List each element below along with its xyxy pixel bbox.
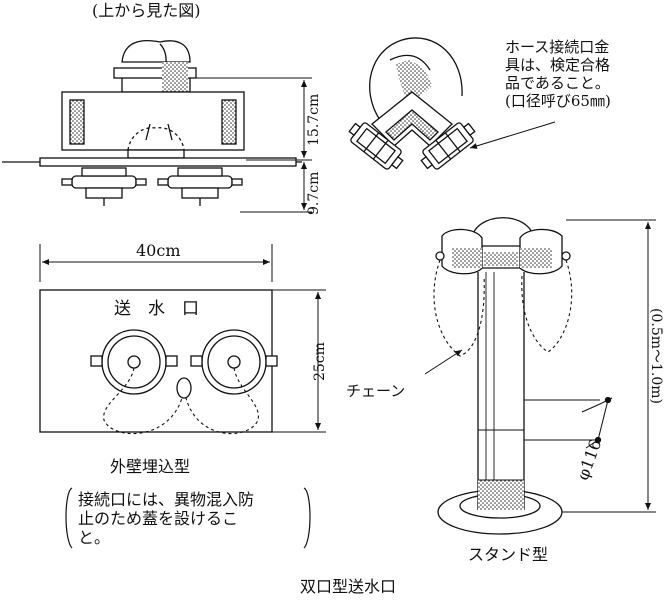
top-view-inlet	[2, 39, 312, 213]
wall-outlet-right	[190, 329, 278, 395]
wall-outlet-left	[90, 329, 178, 395]
dim-height-upper: 15.7cm	[306, 93, 322, 146]
plate-label: 送 水 口	[114, 299, 199, 319]
stand-height-label: (0.5m～1.0m)	[648, 308, 664, 405]
stand-type-label: スタンド型	[468, 545, 549, 564]
dim-width: 40cm	[136, 241, 181, 260]
figure-caption: 双口型送水口	[300, 577, 397, 596]
lower-coupling-left	[61, 167, 147, 206]
chain-label: チェーン	[346, 382, 406, 400]
dim-height-lower: 9.7cm	[306, 171, 322, 215]
stand-type-inlet	[424, 217, 656, 535]
hose-coupling-wye	[348, 37, 556, 170]
cap-note: 接続口には、異物混入防 止のため蓋を設けるこ と。	[78, 490, 255, 547]
dim-height-plate: 25cm	[312, 342, 328, 381]
lower-coupling-right	[157, 167, 243, 206]
hose-note: ホース接続口金 具は、検定合格 品であること。 (口径呼び65㎜)	[505, 38, 611, 110]
top-view-caption: (上から見た図)	[92, 1, 201, 20]
wall-type-front-view	[39, 244, 326, 435]
wall-type-label: 外壁埋込型	[110, 457, 191, 476]
